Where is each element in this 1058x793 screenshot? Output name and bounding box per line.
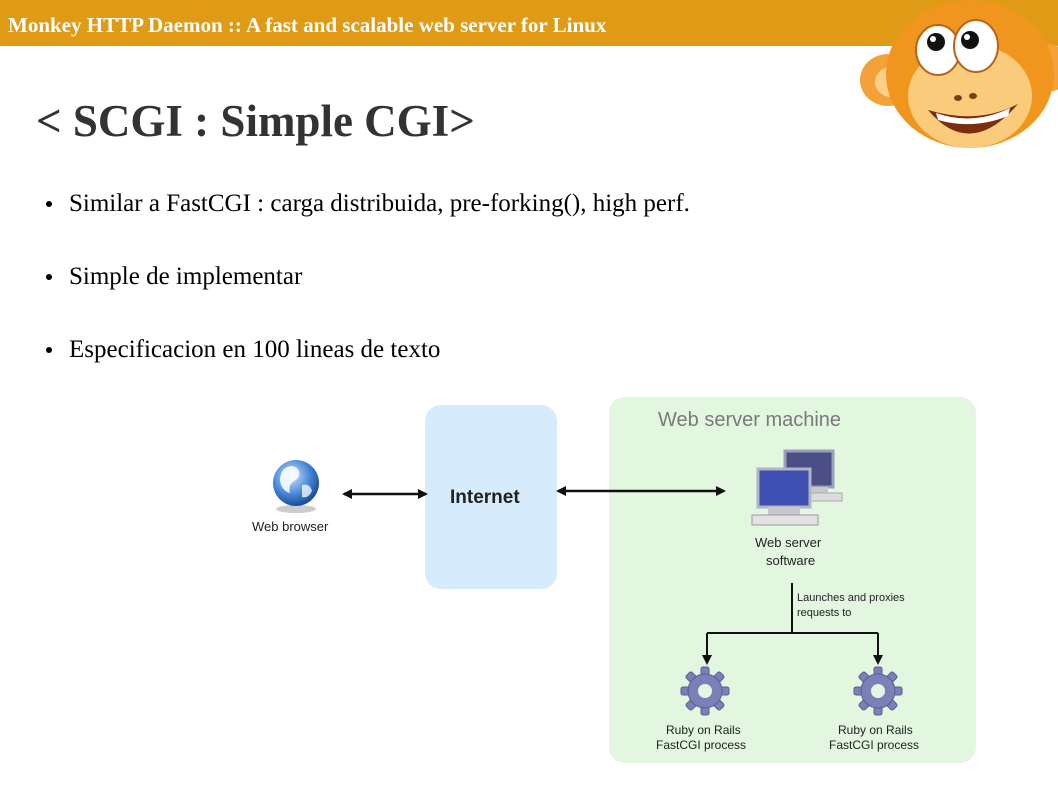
internet-label: Internet bbox=[450, 487, 520, 508]
scgi-architecture-diagram: Web server machine Internet Web browser … bbox=[252, 397, 976, 763]
bullet-text: Similar a FastCGI : carga distribuida, p… bbox=[69, 190, 690, 217]
bullet-dot-icon bbox=[46, 201, 52, 207]
slide-title: < SCGI : Simple CGI> bbox=[36, 96, 475, 146]
gear-icon bbox=[853, 666, 903, 716]
process2-line1: Ruby on Rails bbox=[838, 723, 913, 737]
bullet-dot-icon bbox=[46, 274, 52, 280]
header-bar: Monkey HTTP Daemon :: A fast and scalabl… bbox=[0, 0, 1058, 46]
bullet-dot-icon bbox=[46, 347, 52, 353]
internet-box bbox=[425, 405, 557, 589]
process1-line1: Ruby on Rails bbox=[666, 723, 741, 737]
arrow-label-line1: Launches and proxies bbox=[797, 592, 905, 604]
server-label-line1: Web server bbox=[755, 535, 822, 550]
server-label-line2: software bbox=[766, 553, 815, 568]
process1-line2: FastCGI process bbox=[656, 738, 746, 752]
globe-icon bbox=[273, 460, 319, 513]
process2-line2: FastCGI process bbox=[829, 738, 919, 752]
arrow-label-line2: requests to bbox=[797, 607, 851, 619]
header-title: Monkey HTTP Daemon :: A fast and scalabl… bbox=[8, 13, 607, 37]
bullet-text: Especificacion en 100 lineas de texto bbox=[69, 336, 441, 363]
gear-icon bbox=[680, 666, 730, 716]
monkey-mascot-icon bbox=[860, 0, 1058, 148]
computer-icon bbox=[751, 449, 843, 526]
bullet-text: Simple de implementar bbox=[69, 263, 303, 290]
browser-label: Web browser bbox=[252, 519, 329, 534]
machine-label: Web server machine bbox=[658, 409, 841, 431]
